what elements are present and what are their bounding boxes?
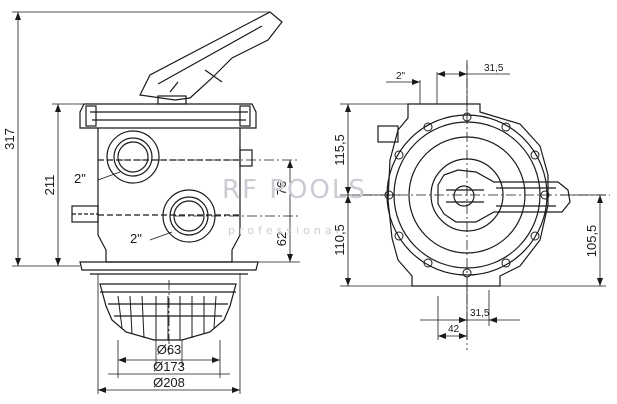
dim-total-height: 317 <box>2 128 17 150</box>
watermark-brand: RF POOLS <box>222 175 367 205</box>
dim-dia-middle: Ø173 <box>153 359 185 374</box>
side-view <box>71 11 300 355</box>
dim-lower-half: 110,5 <box>332 224 347 256</box>
dim-side-offset: 105,5 <box>584 225 599 258</box>
upper-port <box>106 130 160 184</box>
base-flange <box>79 261 259 271</box>
top-cap <box>79 103 257 129</box>
dim-body-height: 211 <box>42 175 57 196</box>
dim-bottom-offset: 31,5 <box>470 308 490 319</box>
dim-dia-inner: Ø63 <box>157 342 182 357</box>
top-handle <box>437 169 571 223</box>
dim-top-offset: 31,5 <box>484 63 504 74</box>
dim-dia-outer: Ø208 <box>153 375 185 390</box>
watermark-tagline: professional <box>228 224 343 237</box>
top-view-body <box>387 103 549 287</box>
dim-port-size-lower: 2" <box>130 231 142 246</box>
dim-lower-port: 62 <box>274 232 289 246</box>
side-view-dimensions <box>12 11 300 394</box>
dim-upper-half: 115,5 <box>332 134 347 166</box>
dim-bottom-width: 42 <box>448 324 460 335</box>
side-view-arrows <box>15 12 293 393</box>
valve-body <box>97 128 241 263</box>
dim-port-size-upper: 2" <box>74 171 86 186</box>
top-view-arrows <box>345 71 603 339</box>
top-view-dimensions <box>340 60 610 350</box>
dim-port-size-top: 2" <box>396 71 406 82</box>
valve-handle <box>139 11 283 101</box>
dim-port-spacing: 76 <box>274 181 289 195</box>
